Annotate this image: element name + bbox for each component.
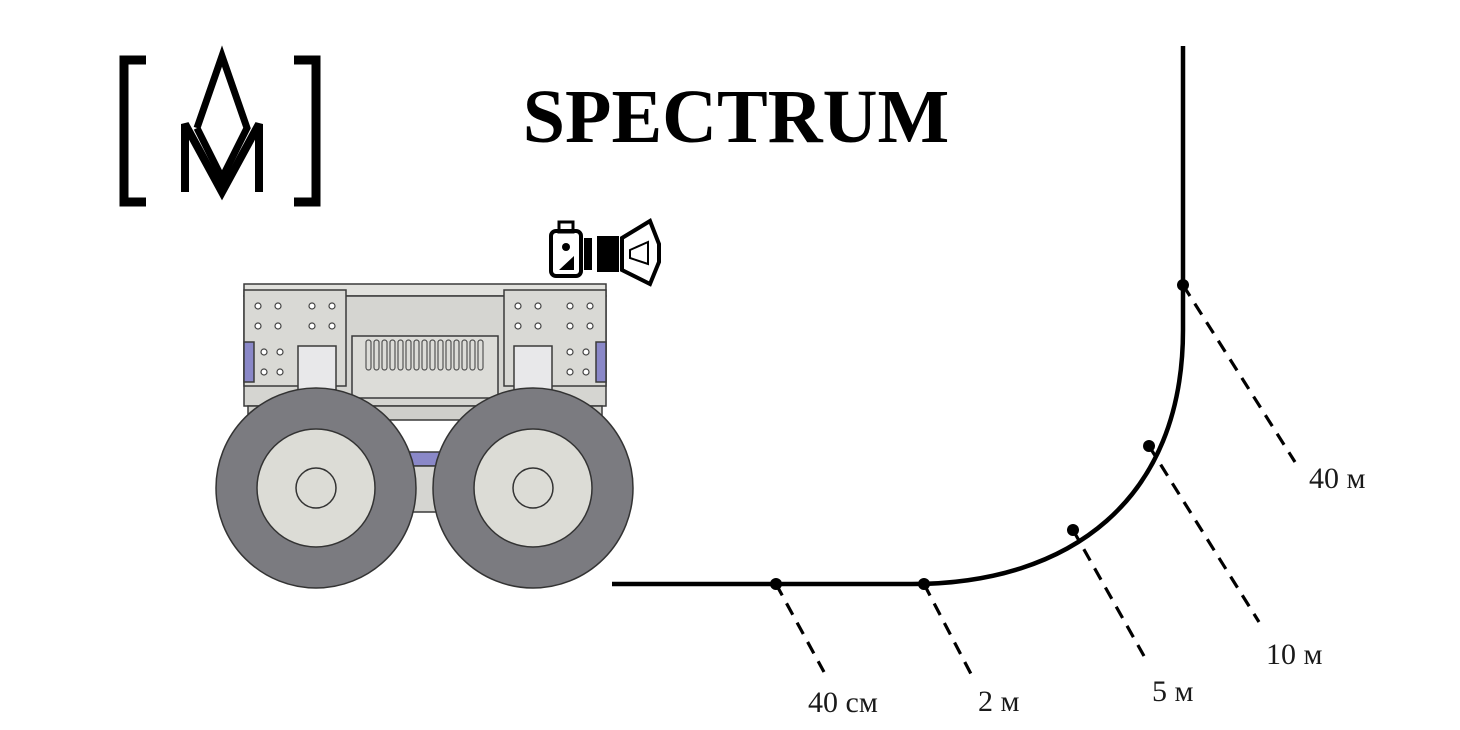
- marker-dot-2m: [918, 578, 930, 590]
- label-40m: 40 м: [1309, 462, 1366, 495]
- vent-grille: [365, 339, 484, 371]
- hub-right: [473, 428, 593, 548]
- cylinder-left: [297, 345, 337, 391]
- distance-curve: [612, 46, 1186, 587]
- marker-line-40cm: [774, 583, 826, 673]
- cylinder-right: [513, 345, 553, 391]
- camera-light-icon: [549, 218, 661, 287]
- bracket-m-logo: [119, 45, 321, 207]
- label-40cm: 40 см: [808, 686, 878, 719]
- panel-screws: [254, 302, 594, 376]
- marker-line-40m: [1181, 284, 1297, 463]
- marker-dot-40cm: [770, 578, 782, 590]
- hub-left: [256, 428, 376, 548]
- robot-rover: [215, 283, 634, 589]
- label-10m: 10 м: [1266, 638, 1323, 671]
- rover-center-panel: [351, 335, 499, 399]
- blue-bracket-left: [243, 341, 255, 383]
- marker-dot-10m: [1143, 440, 1155, 452]
- blue-bracket-right: [595, 341, 607, 383]
- marker-line-5m: [1071, 529, 1146, 657]
- label-5m: 5 м: [1152, 675, 1194, 708]
- marker-line-10m: [1147, 445, 1261, 623]
- wheel-left: [215, 387, 417, 589]
- title: SPECTRUM: [523, 75, 949, 159]
- label-2m: 2 м: [978, 685, 1020, 718]
- marker-dot-40m: [1177, 279, 1189, 291]
- marker-dot-5m: [1067, 524, 1079, 536]
- wheel-right: [432, 387, 634, 589]
- marker-line-2m: [922, 583, 973, 675]
